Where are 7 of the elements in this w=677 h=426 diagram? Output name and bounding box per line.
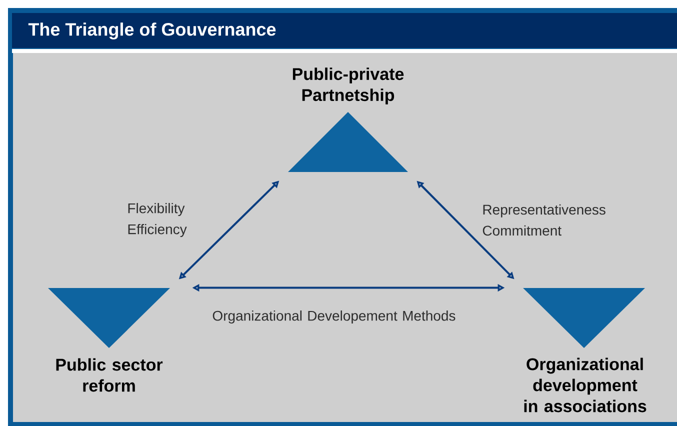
node-heading: Public-private Partnetship: [292, 68, 404, 104]
node-heading: Public sector reform: [56, 358, 163, 392]
node-heading: Organizational development in associations: [524, 358, 646, 412]
edge-label: Flexibility Efficiency: [128, 202, 187, 238]
edge-label: Representativeness Commitment: [482, 204, 606, 236]
title-bar: The Triangle of Gouvernance: [12, 13, 677, 48]
edge-label: Organizational Developement Methods: [212, 310, 456, 324]
